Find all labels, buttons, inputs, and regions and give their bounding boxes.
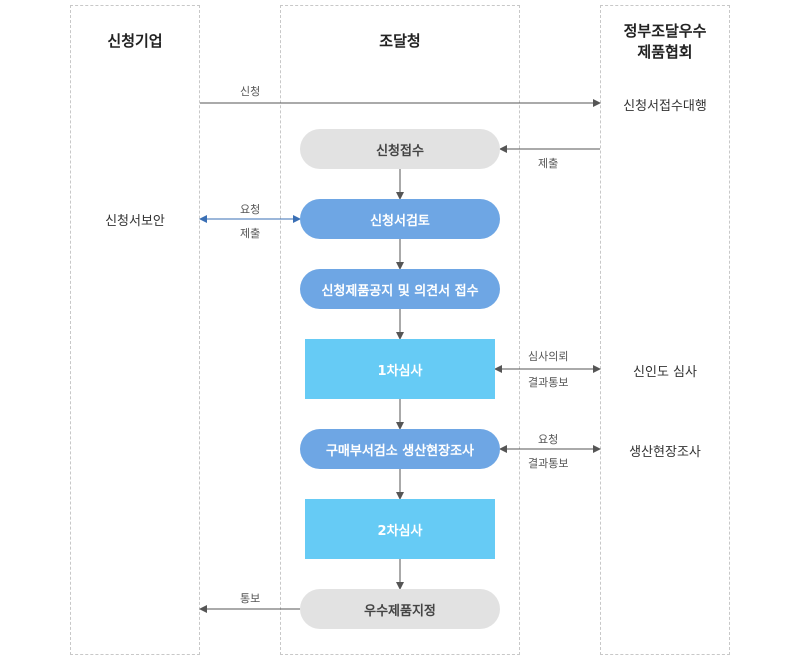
lane-agency	[280, 5, 520, 655]
label-request-right: 요청	[538, 433, 559, 446]
text-reliability: 신인도 심사	[633, 365, 697, 380]
label-result-notice-2: 결과통보	[528, 457, 569, 470]
label-submit-top: 제출	[538, 157, 559, 170]
text-site-survey: 생산현장조사	[629, 445, 701, 460]
lane-title-association-line2: 제품협회	[637, 43, 693, 61]
text-supplement: 신청서보안	[105, 214, 165, 229]
label-apply: 신청	[240, 85, 261, 98]
label-request-left: 요청	[240, 203, 261, 216]
label-submit-left: 제출	[240, 227, 261, 240]
lane-association	[600, 5, 730, 655]
node-designation: 우수제품지정	[300, 589, 500, 629]
label-result-notice-1: 결과통보	[528, 376, 569, 389]
lane-applicant	[70, 5, 200, 655]
node-receipt: 신청접수	[300, 129, 500, 169]
label-notify: 통보	[240, 592, 261, 605]
label-exam-request: 심사의뢰	[528, 350, 569, 363]
lane-title-applicant: 신청기업	[107, 32, 163, 50]
lane-title-association-line1: 정부조달우수	[623, 22, 707, 40]
node-notice: 신청제품공지 및 의견서 접수	[300, 269, 500, 309]
text-proxy-receipt: 신청서접수대행	[623, 99, 707, 114]
node-review: 신청서검토	[300, 199, 500, 239]
lane-title-agency: 조달청	[379, 32, 421, 50]
node-second-exam: 2차심사	[305, 499, 495, 559]
node-first-exam: 1차심사	[305, 339, 495, 399]
node-inspection: 구매부서검소 생산현장조사	[300, 429, 500, 469]
